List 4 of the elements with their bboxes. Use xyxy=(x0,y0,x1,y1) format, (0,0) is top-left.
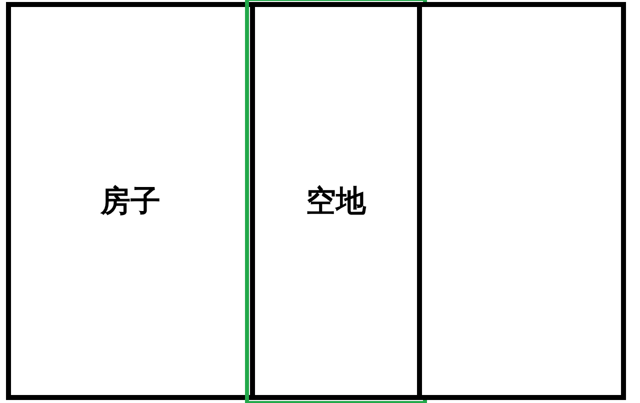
house-plot xyxy=(6,2,250,400)
plot-label: 空地 xyxy=(306,182,366,220)
plot xyxy=(422,2,626,400)
plot-label: 房子 xyxy=(100,182,160,220)
